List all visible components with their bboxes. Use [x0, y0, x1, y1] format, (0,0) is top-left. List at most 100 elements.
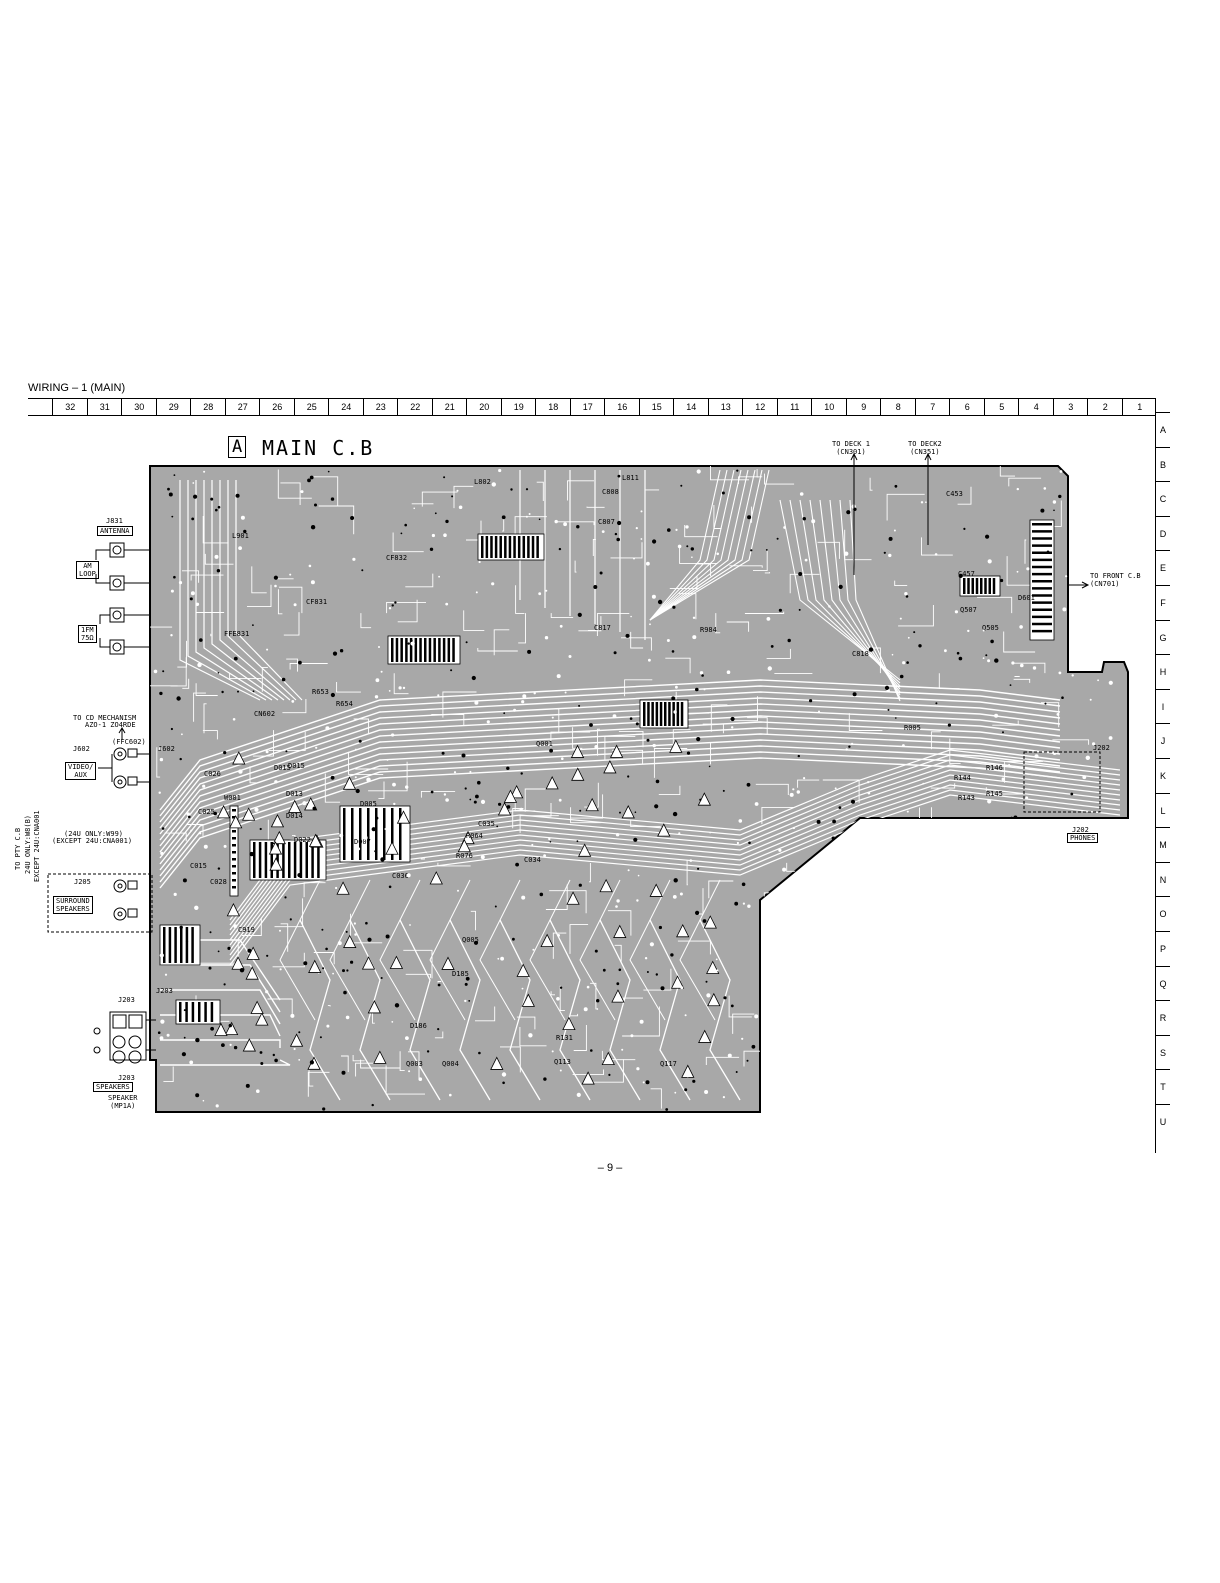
component-label: D015 — [274, 764, 291, 772]
row-letter: L — [1156, 792, 1170, 828]
column-number: 23 — [362, 399, 399, 415]
component-label: D022 — [294, 836, 311, 844]
row-letter: K — [1156, 758, 1170, 793]
component-label: W001 — [224, 794, 241, 802]
board-title: MAIN C.B — [262, 436, 375, 460]
row-letter: J — [1156, 723, 1170, 758]
component-label: CF831 — [306, 598, 327, 606]
j24u-label: (24U ONLY:W99) — [64, 830, 124, 838]
column-number: 17 — [569, 399, 606, 415]
column-number: 18 — [535, 399, 571, 415]
j831-label: J831 — [106, 517, 123, 525]
component-label: R653 — [312, 688, 329, 696]
page-number: – 9 – — [597, 1162, 623, 1174]
antenna-label: ANTENNA — [97, 526, 133, 536]
column-number: 22 — [397, 399, 433, 415]
column-number: 24 — [328, 399, 364, 415]
column-number: 29 — [155, 399, 192, 415]
to-pty-label: TO PTY C.B — [14, 827, 22, 870]
column-number: 2 — [1087, 399, 1123, 415]
row-letter: M — [1156, 827, 1170, 862]
component-label: R064 — [466, 832, 483, 840]
column-number: 31 — [86, 399, 123, 415]
component-label: D005 — [360, 800, 377, 808]
j202-bottom-label: J202 — [1072, 826, 1089, 834]
component-label: R076 — [456, 852, 473, 860]
component-label: L802 — [474, 478, 491, 486]
component-label: C025 — [198, 808, 215, 816]
column-number: 20 — [466, 399, 502, 415]
component-label: Q004 — [442, 1060, 459, 1068]
ffc602-label: (FFC602) — [112, 738, 146, 746]
column-number: 5 — [983, 399, 1020, 415]
component-label: D007 — [354, 838, 371, 846]
row-letter: Q — [1156, 965, 1170, 1001]
component-label: R005 — [904, 724, 921, 732]
j205-label: J205 — [74, 878, 91, 886]
component-label: C453 — [946, 490, 963, 498]
component-label: D185 — [452, 970, 469, 978]
column-number: 25 — [293, 399, 330, 415]
row-letter: R — [1156, 1000, 1170, 1035]
except-24u-label: (EXCEPT 24U:CNA001) — [52, 837, 133, 845]
column-number: 3 — [1052, 399, 1089, 415]
to-deck1-label: TO DECK 1(CN301) — [832, 440, 870, 456]
component-label: Q113 — [554, 1058, 571, 1066]
speakers-label: SPEAKERS — [93, 1082, 133, 1092]
row-letter: T — [1156, 1069, 1170, 1104]
column-number: 6 — [949, 399, 985, 415]
row-letter: O — [1156, 896, 1170, 931]
cd-mechanism-model: AZO-1 ZO4RDE — [85, 721, 136, 729]
row-letter: N — [1156, 861, 1170, 897]
pcb-outline — [149, 465, 1129, 1113]
column-number: 11 — [776, 399, 813, 415]
component-label: C818 — [852, 650, 869, 658]
component-label: CN602 — [254, 710, 275, 718]
to-pty-24u-label: 24U ONLY:W8(B) — [24, 814, 32, 874]
component-label: R146 — [986, 764, 1003, 772]
column-number: 21 — [431, 399, 468, 415]
column-number: 7 — [914, 399, 951, 415]
board-badge: A — [228, 436, 247, 458]
column-number: 30 — [121, 399, 157, 415]
component-label: C457 — [958, 570, 975, 578]
speaker-model-label: SPEAKER(MP1A) — [108, 1094, 138, 1110]
component-label: R654 — [336, 700, 353, 708]
row-letter: F — [1156, 585, 1170, 620]
component-label: C036 — [392, 872, 409, 880]
column-number: 13 — [707, 399, 744, 415]
to-pty-except-label: EXCEPT 24U:CNA001 — [33, 810, 41, 882]
phones-label: PHONES — [1067, 833, 1099, 843]
column-number: 16 — [604, 399, 640, 415]
to-front-label: TO FRONT C.B(CN701) — [1090, 572, 1141, 588]
diagram-heading: WIRING – 1 (MAIN) — [28, 382, 126, 394]
video-aux-label: VIDEO/AUX — [65, 762, 97, 780]
component-label: Q117 — [660, 1060, 677, 1068]
component-label: L901 — [232, 532, 249, 540]
j203-top-label: J203 — [118, 996, 135, 1004]
column-number: 14 — [673, 399, 709, 415]
component-label: D186 — [410, 1022, 427, 1030]
component-label: C808 — [602, 488, 619, 496]
row-letter: A — [1156, 412, 1170, 447]
component-label: Q505 — [982, 624, 999, 632]
component-label: D013 — [286, 790, 303, 798]
j602-board-label: J602 — [158, 745, 175, 753]
component-label: L811 — [622, 474, 639, 482]
row-letter: D — [1156, 515, 1170, 551]
row-letter: G — [1156, 619, 1170, 655]
component-label: C807 — [598, 518, 615, 526]
column-number: 4 — [1018, 399, 1054, 415]
j203-board-label: J203 — [156, 987, 173, 995]
component-label: CF832 — [386, 554, 407, 562]
j202-label: J202 — [1093, 744, 1110, 752]
column-number: 26 — [259, 399, 295, 415]
column-number: 28 — [190, 399, 226, 415]
row-letter: I — [1156, 688, 1170, 724]
